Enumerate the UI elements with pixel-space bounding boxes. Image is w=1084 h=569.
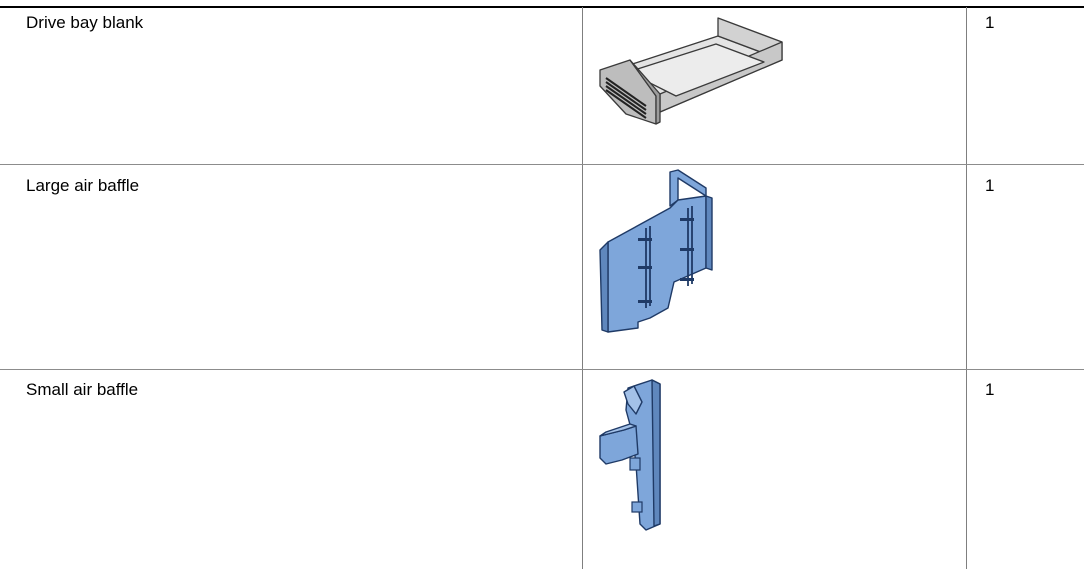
row-quantity: 1 — [985, 380, 995, 399]
row-quantity: 1 — [985, 176, 995, 195]
drive-bay-blank-illustration — [599, 17, 783, 125]
column-divider — [582, 7, 583, 569]
row-divider — [0, 369, 1084, 370]
large-air-baffle-illustration — [599, 169, 713, 333]
row-description: Large air baffle — [26, 176, 140, 195]
row-quantity: 1 — [985, 13, 995, 32]
small-air-baffle-illustration — [599, 379, 661, 531]
row-description: Small air baffle — [26, 380, 139, 399]
row-divider — [0, 164, 1084, 165]
row-description: Drive bay blank — [26, 13, 144, 32]
table-top-rule — [0, 6, 1084, 8]
column-divider — [966, 7, 967, 569]
